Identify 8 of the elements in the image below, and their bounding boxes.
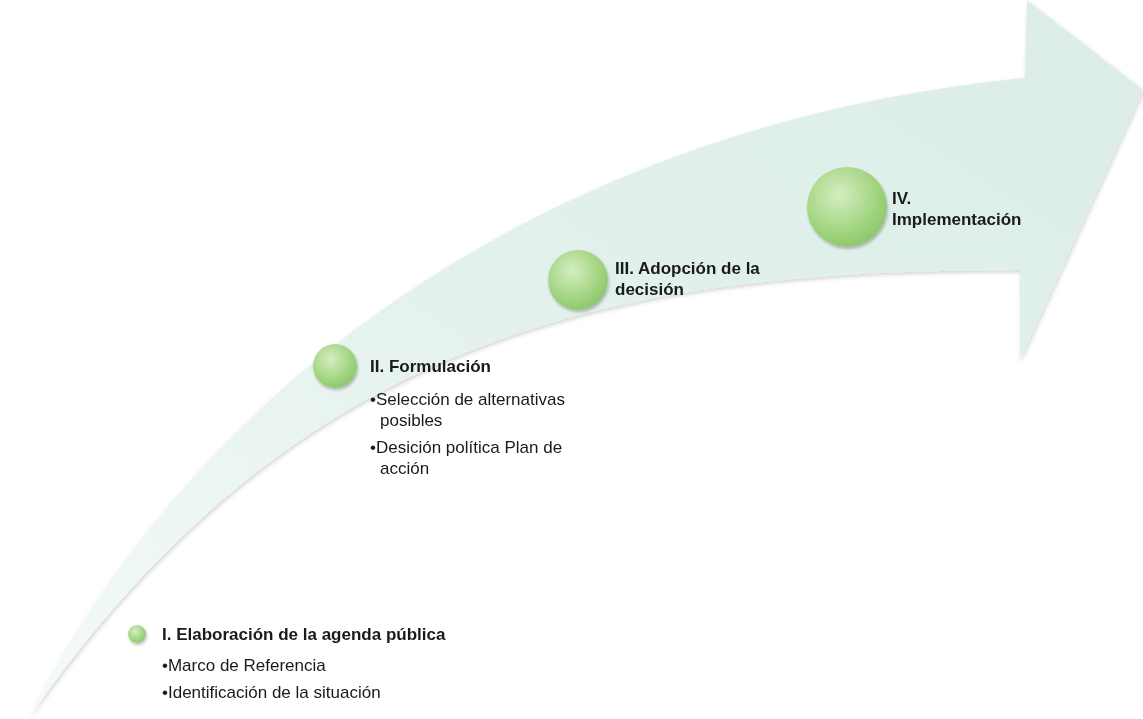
stage-heading: III. Adopción de la decisión	[615, 258, 761, 300]
bullet-item: •Desición política Plan de acción	[370, 437, 564, 479]
stage-heading: IV. Implementación	[892, 188, 1023, 230]
bullet-item: •Selección de alternativas posibles	[370, 389, 566, 431]
stage-heading: I. Elaboración de la agenda pública	[162, 624, 447, 645]
stage-heading: II. Formulación	[370, 356, 492, 377]
bullet-item: •Identificación de la situación	[162, 682, 382, 703]
bullet-item: •Marco de Referencia	[162, 655, 327, 676]
